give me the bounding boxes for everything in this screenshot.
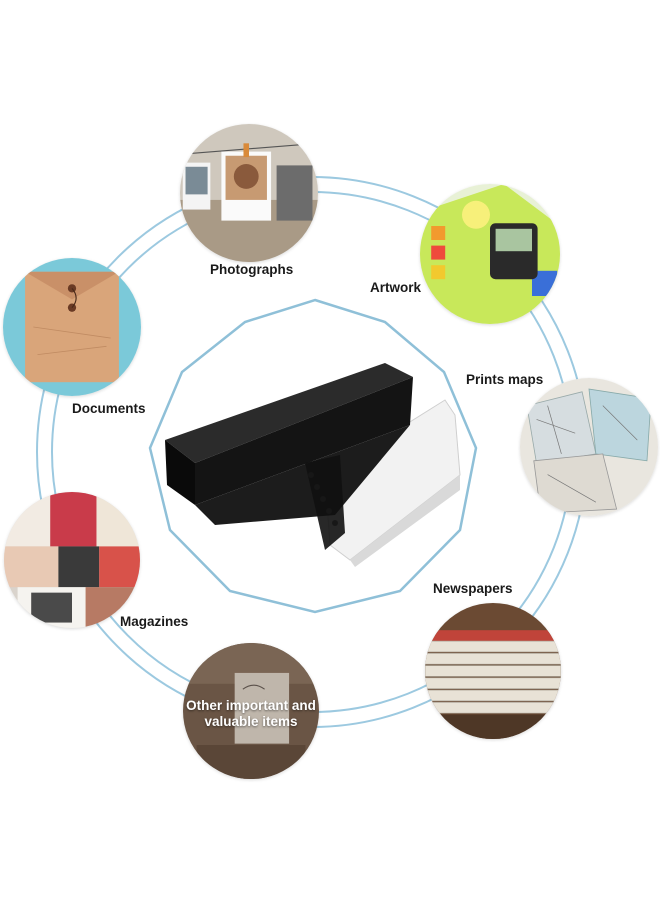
photograph-clothesline-image [180,124,318,262]
maps-image [520,378,658,516]
magazine-covers-image [4,492,140,628]
label-artwork: Artwork [370,280,422,295]
color-chart-image [420,184,560,324]
black-archival-storage-box [165,363,461,567]
label-documents: Documents [72,401,146,416]
card-on-wood-image [183,643,319,779]
label-photographs: Photographs [210,262,294,277]
label-prints-maps: Prints maps [466,372,544,387]
label-newspapers: Newspapers [433,581,513,596]
label-magazines: Magazines [120,614,189,629]
label-other-valuables: Other important and valuable items [186,698,316,729]
kraft-envelope-image [3,258,141,396]
newspaper-stack-image [425,603,561,739]
